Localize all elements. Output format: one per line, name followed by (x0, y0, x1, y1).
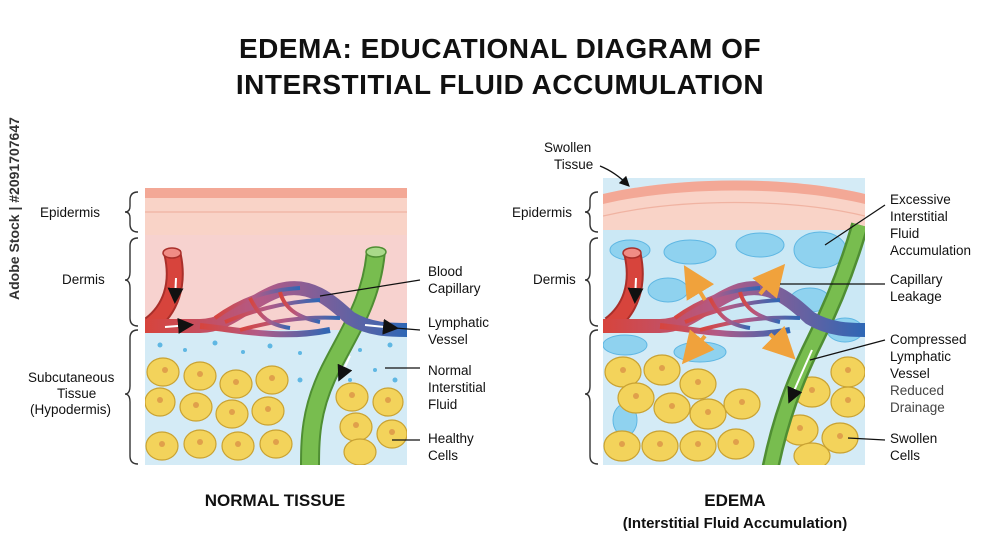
label-reduced-drainage-2: Drainage (890, 400, 945, 415)
label-swollen-cells-2: Cells (890, 448, 920, 463)
label-blood-capillary-2: Capillary (428, 281, 481, 296)
label-epidermis-left: Epidermis (40, 205, 100, 220)
label-epidermis-right: Epidermis (512, 205, 572, 220)
caption-edema-sub: (Interstitial Fluid Accumulation) (623, 515, 847, 532)
label-swollen-tissue-1: Swollen (544, 140, 591, 155)
label-subcutaneous-2: Tissue (57, 386, 96, 401)
label-swollen-cells-1: Swollen (890, 431, 937, 446)
label-dermis-right: Dermis (533, 272, 576, 287)
label-excessive-fluid-1: Excessive (890, 192, 951, 207)
label-swollen-tissue-2: Tissue (554, 157, 593, 172)
label-normal-fluid-3: Fluid (428, 397, 457, 412)
title-line-1: EDEMA: EDUCATIONAL DIAGRAM OF (238, 33, 762, 64)
label-normal-fluid-2: Interstitial (428, 380, 486, 395)
label-compressed-lymph-1: Compressed (890, 332, 967, 347)
leakage-arrows (681, 263, 796, 365)
label-reduced-drainage-1: Reduced (890, 383, 944, 398)
label-subcutaneous-3: (Hypodermis) (30, 402, 111, 417)
edema-panel (603, 178, 865, 465)
title-line-2: INTERSTITIAL FLUID ACCUMULATION (235, 69, 765, 100)
label-normal-fluid-1: Normal (428, 363, 472, 378)
caption-normal-tissue: NORMAL TISSUE (205, 491, 345, 510)
label-healthy-cells-1: Healthy (428, 431, 474, 446)
left-brackets (124, 191, 139, 465)
label-capillary-leakage-2: Leakage (890, 289, 942, 304)
label-excessive-fluid-3: Fluid (890, 226, 919, 241)
caption-edema: EDEMA (704, 491, 765, 510)
label-blood-capillary-1: Blood (428, 264, 463, 279)
label-excessive-fluid-4: Accumulation (890, 243, 971, 258)
label-dermis-left: Dermis (62, 272, 105, 287)
blood-capillary (145, 281, 407, 337)
label-subcutaneous-1: Subcutaneous (28, 370, 115, 385)
label-healthy-cells-2: Cells (428, 448, 458, 463)
skin-surface (145, 188, 407, 198)
label-excessive-fluid-2: Interstitial (890, 209, 948, 224)
label-capillary-leakage-1: Capillary (890, 272, 943, 287)
label-lymphatic-vessel-1: Lymphatic (428, 315, 489, 330)
label-compressed-lymph-2: Lymphatic (890, 349, 951, 364)
normal-tissue-panel (145, 188, 407, 465)
label-lymphatic-vessel-2: Vessel (428, 332, 468, 347)
right-brackets (584, 191, 599, 465)
label-compressed-lymph-3: Vessel (890, 366, 930, 381)
